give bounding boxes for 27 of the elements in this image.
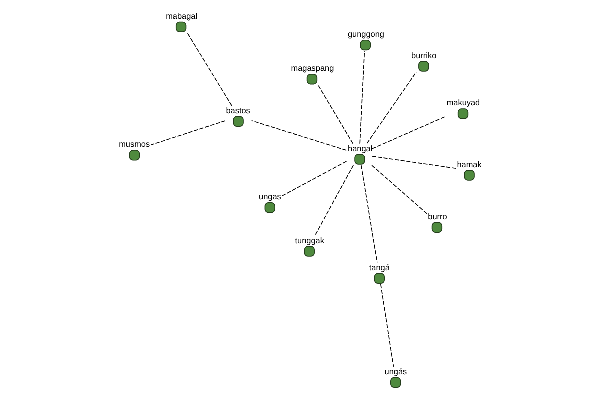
connector [360,164,378,264]
node-label: makuyad [446,98,480,108]
node-label: magaspang [290,64,334,74]
node-label: ungas [258,192,281,202]
node-label: gunggong [347,30,384,40]
connector [371,156,456,170]
connector [186,32,232,106]
connector [250,120,347,151]
node-label: tunggak [294,236,324,246]
node-label: tangá [368,263,390,272]
node-label: ungás [384,367,407,376]
node-label: musmos [118,140,150,150]
connector [317,84,354,144]
node-label: mabagal [166,12,198,21]
connector [314,165,354,236]
connector [380,284,394,368]
node-label: burro [428,212,447,222]
connector [371,165,428,214]
connector [150,120,226,146]
node-label: hamak [456,160,482,170]
connector [366,72,416,144]
connector [280,161,347,197]
node-label: burriko [411,51,436,60]
connector [372,116,446,150]
node-label: hangal [348,144,372,154]
connector [359,50,365,144]
node-label: bastos [226,106,250,116]
